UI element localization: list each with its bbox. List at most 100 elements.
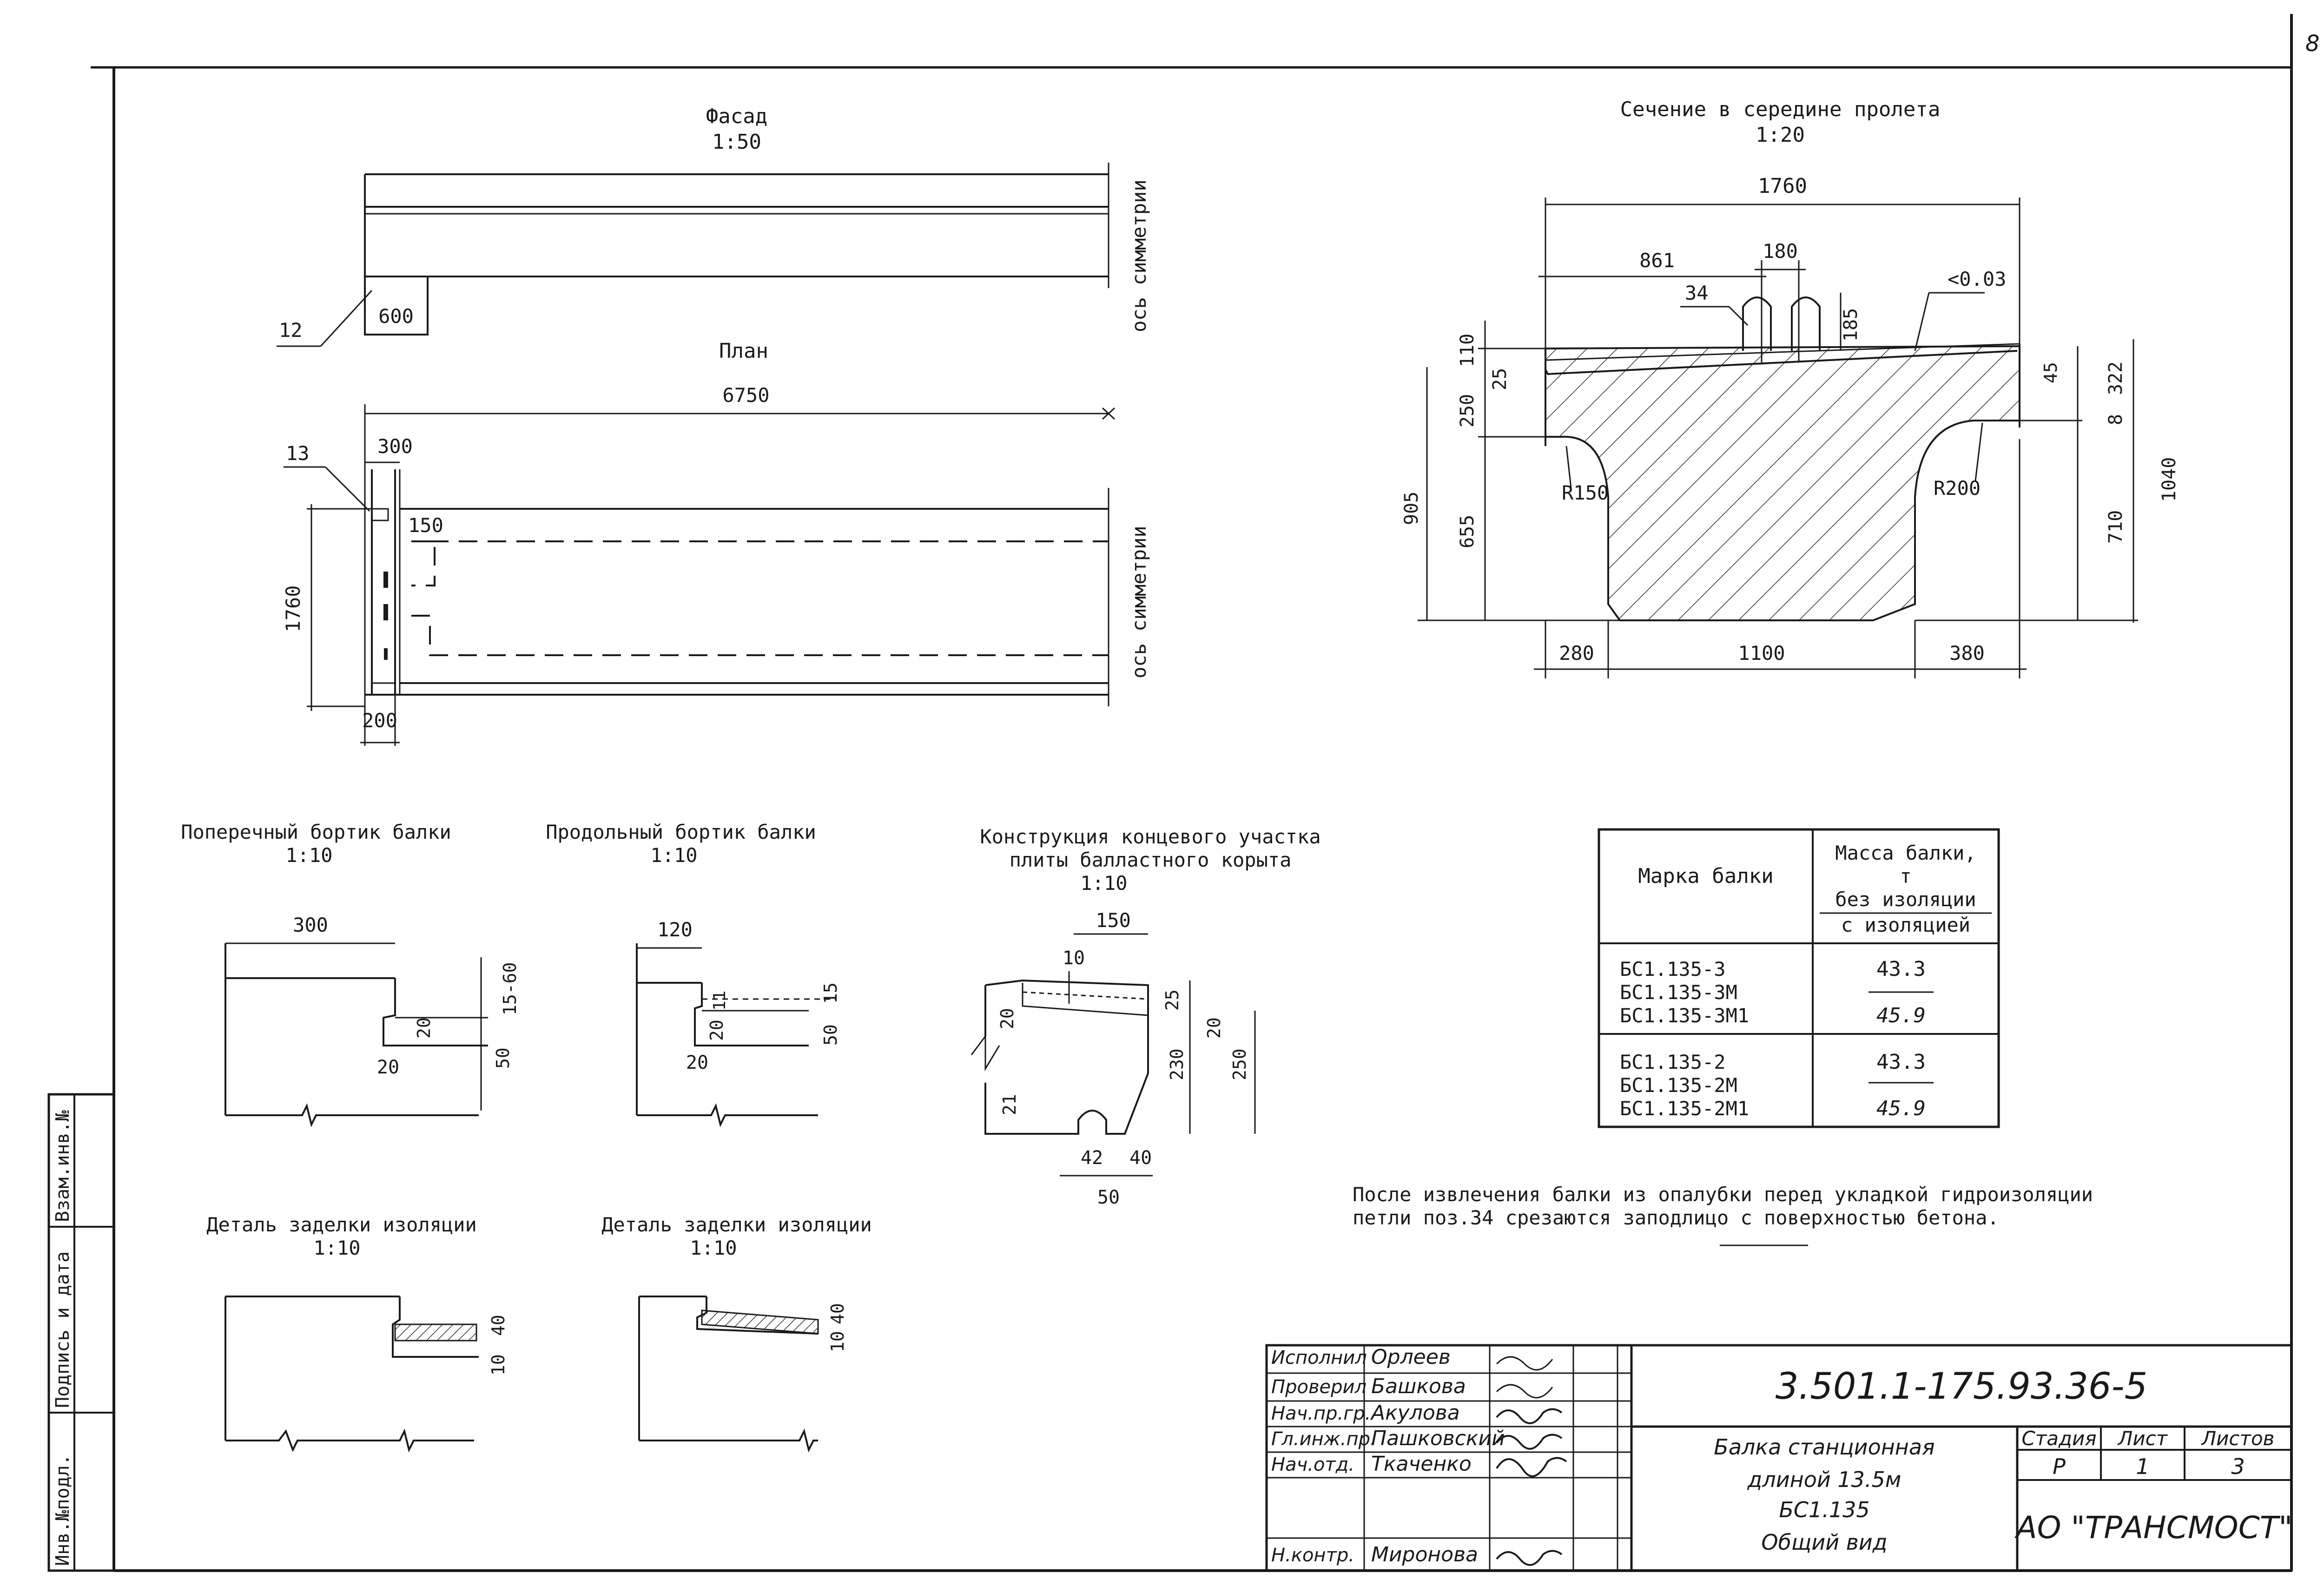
plan-dim-1760: 1760 <box>282 585 304 632</box>
section-dim-280: 280 <box>1559 642 1594 664</box>
longitudinal-dim-120: 120 <box>657 918 693 941</box>
transverse-dim-20a: 20 <box>414 1017 434 1039</box>
table-mark: БС1.135-2М <box>1620 1074 1737 1097</box>
stage-value: Р <box>2053 1454 2066 1479</box>
section-dim-8: 8 <box>2105 414 2126 425</box>
section-body <box>1545 345 2020 621</box>
longitudinal-curb-detail: Продольный бортик балки 1:10 120 11 15 2… <box>546 821 841 1127</box>
facade-dim-600: 600 <box>378 305 414 328</box>
stamp-inv-no: Инв.№подл. <box>52 1454 73 1566</box>
signer-name: Пашковский <box>1371 1427 1505 1450</box>
section-dim-45: 45 <box>2040 362 2061 383</box>
section-dim-710: 710 <box>2105 510 2126 544</box>
table-mass-without: 43.3 <box>1876 957 1926 981</box>
transverse-title: Поперечный бортик балки <box>181 821 451 843</box>
transverse-dim-300: 300 <box>293 914 328 936</box>
longitudinal-dim-15: 15 <box>820 982 841 1004</box>
transverse-dim-50: 50 <box>493 1047 513 1069</box>
table-col2-header-l1: Масса балки, <box>1835 842 1976 864</box>
detail-b-title: Деталь заделки изоляции <box>601 1213 872 1236</box>
signer-role: Проверил <box>1271 1376 1367 1398</box>
table-mark: БС1.135-3 <box>1620 958 1726 980</box>
section-title: Сечение в середине пролета <box>1620 98 1941 121</box>
detail-a-title: Деталь заделки изоляции <box>206 1213 477 1236</box>
stage-label: Стадия <box>2021 1427 2096 1450</box>
facade-view: Фасад 1:50 600 12 ось симметрии <box>277 105 1150 347</box>
sheet-number: 8 <box>2305 31 2320 57</box>
longitudinal-dim-50: 50 <box>820 1024 841 1046</box>
detail-a-scale: 1:10 <box>313 1237 360 1259</box>
end-dim-40: 40 <box>1129 1147 1152 1169</box>
end-section-detail: Конструкция концевого участка плиты балл… <box>971 825 1321 1208</box>
section-dim-655: 655 <box>1457 515 1478 548</box>
end-dim-250: 250 <box>1229 1048 1250 1080</box>
detail-b-dim-10: 10 <box>827 1331 848 1352</box>
signer-role: Гл.инж.пр. <box>1271 1428 1376 1450</box>
note-line-1: После извлечения балки из опалубки перед… <box>1353 1183 2093 1206</box>
end-dim-42: 42 <box>1081 1147 1103 1169</box>
end-dim-21: 21 <box>999 1094 1020 1115</box>
section-dim-905: 905 <box>1401 492 1422 525</box>
end-title-l1: Конструкция концевого участка <box>980 825 1320 848</box>
table-mass-without: 43.3 <box>1876 1050 1926 1074</box>
section-r150: R150 <box>1562 481 1609 504</box>
title-block: Исполнил Орлеев Проверил Башкова Нач.пр.… <box>1265 1344 2293 1572</box>
end-dim-150: 150 <box>1096 909 1131 932</box>
sheets-label: Листов <box>2201 1427 2275 1450</box>
section-dim-1760-top: 1760 <box>1758 174 1807 198</box>
section-dim-380: 380 <box>1949 642 1985 664</box>
section-dim-861: 861 <box>1639 249 1675 272</box>
table-col2-header-l4: с изоляцией <box>1841 914 1970 936</box>
detail-b-dim-40: 40 <box>827 1303 848 1324</box>
description-line-2: длиной 13.5м <box>1747 1467 1901 1492</box>
end-dim-25: 25 <box>1162 989 1182 1011</box>
section-dim-322: 322 <box>2105 362 2126 395</box>
table-col2-header-l2: т <box>1900 865 1911 888</box>
sheet-label: Лист <box>2117 1427 2168 1450</box>
longitudinal-title: Продольный бортик балки <box>546 821 816 843</box>
end-title-l2: плиты балластного корыта <box>1010 849 1292 871</box>
table-mark: БС1.135-2М1 <box>1620 1097 1749 1120</box>
facade-title: Фасад <box>706 105 767 128</box>
plan-view: План 6750 300 13 150 1760 <box>282 339 1150 746</box>
facade-callout-12: 12 <box>279 319 303 342</box>
table-mark: БС1.135-2 <box>1620 1051 1726 1073</box>
table-mass-with: 45.9 <box>1876 1097 1926 1120</box>
sheet-value: 1 <box>2136 1454 2149 1479</box>
company-name: АО "ТРАНСМОСТ" <box>2014 1510 2292 1546</box>
signer-role: Исполнил <box>1271 1347 1367 1368</box>
plan-title: План <box>719 339 768 363</box>
note-line-2: петли поз.34 срезаются заподлицо с повер… <box>1353 1206 1999 1229</box>
insulation-detail-b: Деталь заделки изоляции 1:10 40 10 <box>601 1213 872 1453</box>
sheets-value: 3 <box>2231 1454 2245 1479</box>
table-mark: БС1.135-3М1 <box>1620 1004 1749 1027</box>
signer-name: Башкова <box>1371 1375 1466 1398</box>
side-stamp: Инв.№подл. Подпись и дата Взам.инв.№ <box>47 1093 115 1572</box>
longitudinal-dim-11: 11 <box>710 991 729 1011</box>
detail-a-dim-10: 10 <box>488 1354 508 1375</box>
transverse-scale: 1:10 <box>285 844 332 867</box>
midspan-section: Сечение в середине пролета 1:20 180 1760… <box>1401 98 2180 678</box>
table-mark: БС1.135-3М <box>1620 981 1737 1004</box>
section-scale: 1:20 <box>1756 123 1805 147</box>
table-col1-header: Марка балки <box>1638 864 1773 888</box>
plan-dim-300: 300 <box>377 435 413 458</box>
description-line-4: Общий вид <box>1761 1530 1887 1555</box>
detail-b-scale: 1:10 <box>690 1237 737 1259</box>
section-dim-180: 180 <box>1763 240 1798 263</box>
description-line-3: БС1.135 <box>1779 1497 1869 1522</box>
plan-dim-6750: 6750 <box>722 384 769 407</box>
signer-role: Нач.пр.гр. <box>1271 1403 1371 1424</box>
end-dim-20b: 20 <box>1204 1017 1224 1039</box>
facade-scale: 1:50 <box>712 130 761 154</box>
plan-callout-13: 13 <box>286 442 310 465</box>
longitudinal-dim-20a: 20 <box>706 1020 727 1041</box>
signer-name: Ткаченко <box>1371 1452 1472 1476</box>
mass-table: Марка балки Масса балки, т без изоляции … <box>1598 828 2000 1128</box>
transverse-dim-20b: 20 <box>377 1057 399 1078</box>
insulation-detail-a: Деталь заделки изоляции 1:10 40 10 <box>206 1213 508 1453</box>
transverse-curb-detail: Поперечный бортик балки 1:10 300 20 15-6… <box>181 821 520 1127</box>
section-dim-110: 110 <box>1457 334 1478 367</box>
stamp-vzam: Взам.инв.№ <box>52 1110 73 1222</box>
